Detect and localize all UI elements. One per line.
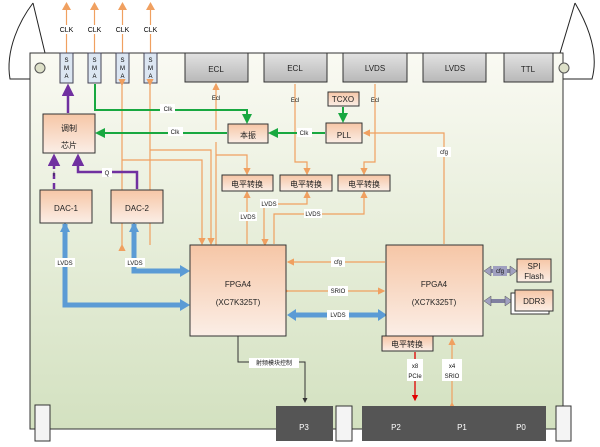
svg-text:PLL: PLL [337,131,352,140]
connector-p0: P0 [516,423,526,432]
i-label: I [53,172,55,178]
sma-letter: A [148,74,152,80]
svg-text:Flash: Flash [524,272,544,281]
front-ecl-2: ECL [263,52,328,83]
svg-text:DAC-1: DAC-1 [54,204,79,213]
ecl-label: Ecl [291,98,299,104]
srio-label: SRIO [331,289,346,295]
svg-text:ECL: ECL [287,64,303,73]
cfg-label: cfg [334,260,342,266]
x4-label: x4 [449,364,456,370]
card-guide-left [34,404,51,442]
ddr3: DDR3 [510,289,554,315]
connector-p3: P3 [276,406,333,441]
svg-text:电平转换: 电平转换 [231,179,263,189]
tcxo: TCXO [327,91,360,107]
fpga-right: FPGA4 (XC7K325T) [385,244,484,337]
front-ecl-1: ECL [184,52,249,83]
sma-letter: A [64,74,68,80]
card-guide-mid [335,405,353,442]
svg-text:本振: 本振 [240,130,256,140]
sma-letter: M [92,66,97,72]
svg-text:FPGA4: FPGA4 [225,280,252,289]
sma-letter: S [92,58,96,64]
lvds-label: LVDS [305,212,320,218]
clk-label: Clk [171,130,181,136]
connector-p2-p0 [362,406,546,441]
srio-x4-label: SRIO [445,374,460,380]
ejector-handle-left[interactable] [8,2,34,80]
sma-letter: M [64,66,69,72]
lvds-label: LVDS [57,261,72,267]
sma-letter: M [120,66,125,72]
card-guide-right [555,405,572,442]
lvds-label: LVDS [261,202,276,208]
q-label: Q [105,171,110,177]
front-lvds-1: LVDS [342,52,408,83]
svg-text:DAC-2: DAC-2 [125,204,150,213]
clk-label: Clk [164,107,174,113]
cfg-label: cfg [496,269,504,275]
svg-text:(XC7K325T): (XC7K325T) [216,298,261,307]
svg-text:电平转换: 电平转换 [290,179,322,189]
level-converter-1: 电平转换 [221,174,274,192]
ecl-label: Ecl [371,98,379,104]
sma-connector-2[interactable]: CLK SMA [87,2,102,84]
svg-text:调制: 调制 [61,123,77,133]
svg-text:电平转换: 电平转换 [348,179,380,189]
lvds-label: LVDS [330,313,345,319]
svg-text:TTL: TTL [521,65,536,74]
front-ttl: TTL [503,52,554,83]
level-converter-2: 电平转换 [279,174,333,192]
svg-text:(XC7K325T): (XC7K325T) [412,298,457,307]
lvds-label: LVDS [240,215,255,221]
svg-text:SPI: SPI [528,262,541,271]
sma-letter: M [148,66,153,72]
svg-text:P3: P3 [299,423,309,432]
rf-control-label: 射频模块控制 [256,359,292,367]
connector-p1: P1 [457,423,467,432]
fpga-left: FPGA4 (XC7K325T) [189,244,287,337]
x8-label: x8 [412,364,419,370]
level-converter-3: 电平转换 [337,174,391,192]
clk-output-label: CLK [60,27,74,34]
sma-letter: S [148,58,152,64]
level-converter-bottom: 电平转换 [381,335,434,352]
svg-text:LVDS: LVDS [445,64,465,73]
svg-text:DDR3: DDR3 [523,297,545,306]
clk-output-label: CLK [116,27,130,34]
sma-letter: A [92,74,96,80]
svg-text:电平转换: 电平转换 [391,339,423,349]
ecl-label: Ecl [212,96,220,102]
svg-text:ECL: ECL [208,65,224,74]
pcie-label: PCIe [408,374,422,380]
connector-p2: P2 [391,423,401,432]
svg-text:TCXO: TCXO [332,95,354,104]
mount-hole-icon [34,62,46,74]
cfg-label: cfg [440,150,448,156]
sma-connector-1[interactable]: CLK SMA [59,2,74,84]
front-lvds-2: LVDS [422,52,487,83]
ejector-handle-right[interactable] [563,2,595,80]
clk-output-label: CLK [88,27,102,34]
svg-text:芯片: 芯片 [61,140,77,150]
local-oscillator: 本振 [227,123,269,144]
mount-hole-icon [558,62,570,74]
sma-letter: S [120,58,124,64]
svg-text:FPGA4: FPGA4 [421,280,448,289]
sma-letter: A [120,74,124,80]
dac-1: DAC-1 [39,189,93,224]
sma-connector-4[interactable]: CLK SMA [143,2,158,84]
lvds-label: LVDS [127,261,142,267]
pll: PLL [325,122,363,144]
clk-label: Clk [300,131,310,137]
sma-connector-3[interactable]: CLK SMA [115,2,130,84]
clk-output-label: CLK [144,27,158,34]
svg-text:LVDS: LVDS [365,64,385,73]
sma-letter: S [64,58,68,64]
dac-2: DAC-2 [110,189,164,224]
